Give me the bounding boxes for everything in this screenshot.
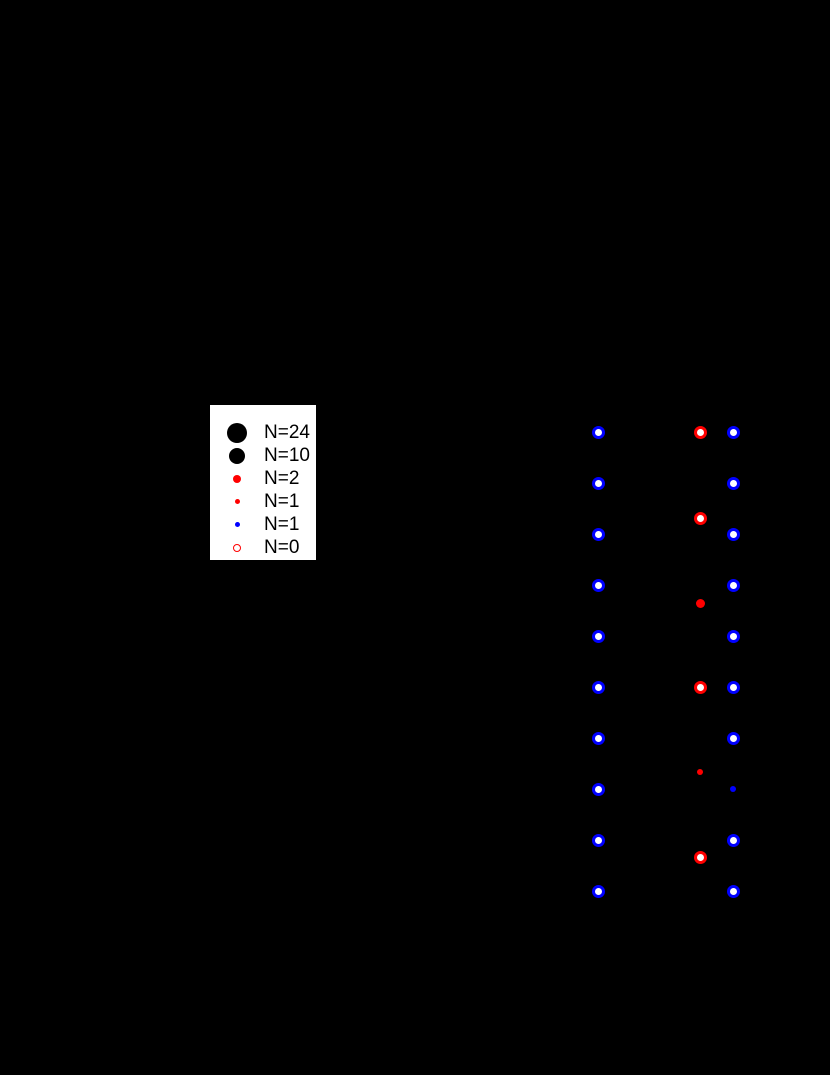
data-point-open-blue [726, 629, 740, 643]
data-point-open-red [693, 425, 707, 439]
data-point-open-blue [591, 578, 605, 592]
legend-row-n0: N=0 [210, 536, 316, 559]
data-point-open-blue [591, 731, 605, 745]
data-point-open-blue [726, 425, 740, 439]
legend-box: N=24 N=10 N=2 N=1 N=1 [208, 403, 318, 562]
data-point-open-blue [726, 476, 740, 490]
data-point-open-blue [591, 425, 605, 439]
data-point-open-blue [591, 884, 605, 898]
data-point-solid-blue-n1 [730, 786, 736, 792]
data-point-open-blue [726, 731, 740, 745]
data-point-open-red [693, 850, 707, 864]
legend-label-n0: N=0 [264, 537, 300, 558]
legend-marker-n10-black-circle-icon [229, 447, 245, 464]
legend-row-n2: N=2 [210, 467, 316, 490]
legend-marker-n1-red-circle-icon [234, 499, 240, 504]
legend-label-n24: N=24 [264, 422, 310, 443]
legend-label-n2: N=2 [264, 468, 300, 489]
legend-row-n1-blue: N=1 [210, 513, 316, 536]
data-point-open-red [693, 511, 707, 525]
data-point-open-blue [726, 833, 740, 847]
legend-marker-n0-open-red-circle-icon [233, 543, 241, 552]
legend-marker-n24-black-circle-icon [227, 422, 247, 443]
data-point-open-blue [591, 629, 605, 643]
legend-row-n10: N=10 [210, 444, 316, 467]
legend-row-n1-red: N=1 [210, 490, 316, 513]
data-point-open-blue [726, 527, 740, 541]
data-point-open-blue [726, 884, 740, 898]
data-point-open-blue [591, 782, 605, 796]
data-point-open-blue [726, 578, 740, 592]
legend-label-n1-red: N=1 [264, 491, 300, 512]
data-point-solid-red-n2 [695, 598, 705, 608]
data-point-open-blue [591, 833, 605, 847]
data-point-open-blue [591, 527, 605, 541]
legend-marker-n1-blue-circle-icon [234, 522, 240, 527]
legend-row-n24: N=24 [210, 421, 316, 444]
data-point-open-blue [591, 680, 605, 694]
data-point-open-red [693, 680, 707, 694]
legend-label-n10: N=10 [264, 445, 310, 466]
legend-marker-n2-red-circle-icon [233, 474, 241, 483]
legend-label-n1-blue: N=1 [264, 514, 300, 535]
data-point-open-blue [591, 476, 605, 490]
data-point-open-blue [726, 680, 740, 694]
data-point-solid-red-n1 [697, 769, 703, 775]
